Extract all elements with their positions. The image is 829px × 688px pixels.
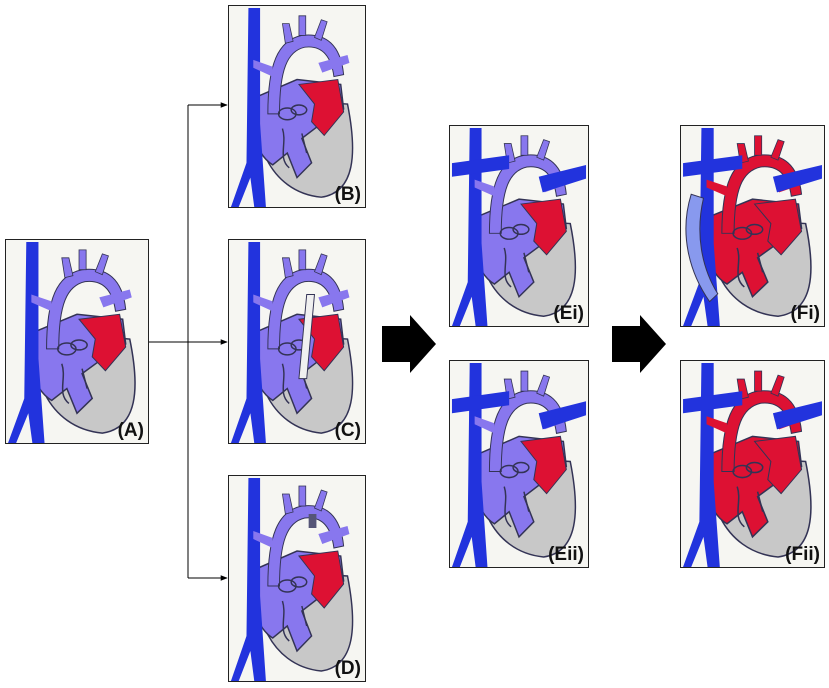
heart-illustration: [230, 478, 354, 681]
arch-branches: [281, 249, 328, 279]
valve-ring: [512, 223, 530, 236]
chamber-lines: [281, 128, 308, 169]
valve-ring: [70, 339, 88, 351]
cavopulmonary-left: [683, 155, 743, 177]
panel-ei: (Ei): [449, 125, 589, 327]
cavopulmonary-right: [538, 401, 587, 430]
panel-label: (Fi): [790, 303, 820, 324]
pulmonary-branches: [31, 289, 132, 312]
panel-b: (B): [228, 5, 366, 208]
valve-ring: [290, 576, 308, 588]
arch-branches: [503, 370, 551, 400]
arch-branches: [61, 249, 109, 279]
vena-cava-shape: [683, 127, 720, 326]
arch-branches: [736, 370, 785, 400]
vena-cava-shape: [230, 7, 266, 207]
panel-label: (Ei): [553, 303, 584, 324]
panel-fi: (Fi): [680, 125, 825, 327]
heart-illustration: [683, 127, 822, 326]
cavopulmonary-right: [538, 165, 587, 193]
shunt-tube: [298, 293, 316, 380]
left-chamber-shape: [520, 198, 567, 256]
panel-label: (Eii): [548, 544, 584, 565]
heart-illustration: [8, 241, 136, 443]
panel-d: (D): [228, 475, 366, 682]
chamber-lines: [503, 247, 530, 288]
vena-cava-shape: [8, 241, 45, 443]
panel-a: (A): [5, 239, 149, 444]
cavopulmonary-right: [772, 401, 822, 430]
vena-cava-shape: [451, 127, 488, 326]
extracardiac-conduit: [685, 193, 719, 303]
panel-label: (B): [334, 184, 361, 205]
left-chamber-shape: [753, 198, 803, 256]
pulmonary-branches: [706, 174, 808, 197]
pulmonary-band: [308, 514, 317, 528]
big-arrow-2: [612, 315, 666, 373]
heart-illustration: [230, 241, 354, 443]
panel-fii: (Fii): [680, 360, 825, 568]
arch-branches: [281, 485, 328, 515]
cavopulmonary-right: [772, 165, 822, 193]
pulmonary-branches: [253, 55, 350, 77]
vena-cava-shape: [230, 478, 266, 681]
left-chamber-shape: [78, 313, 127, 372]
left-chamber-shape: [298, 78, 345, 137]
great-artery-arch: [267, 505, 345, 587]
valve-ring: [290, 104, 308, 116]
chamber-lines: [736, 247, 764, 288]
arch-branches: [503, 135, 551, 164]
chamber-lines: [736, 486, 764, 528]
great-artery-arch: [267, 268, 345, 350]
left-chamber-shape: [520, 435, 567, 495]
pulmonary-branches: [706, 411, 808, 434]
cavopulmonary-left: [451, 391, 510, 414]
vena-cava-shape: [683, 363, 720, 567]
heart-illustration: [451, 363, 587, 567]
valve-ring: [745, 461, 764, 474]
big-arrow-1: [382, 315, 436, 373]
great-artery-arch: [267, 34, 345, 115]
pulmonary-branches: [253, 289, 350, 312]
panel-label: (Fii): [785, 544, 820, 565]
cavopulmonary-left: [683, 391, 743, 414]
arch-branches: [281, 15, 328, 44]
chamber-lines: [503, 486, 530, 528]
arch-branches: [736, 135, 785, 164]
left-chamber-shape: [753, 435, 803, 495]
pulmonary-branches: [253, 526, 350, 548]
chamber-lines: [281, 600, 308, 642]
panel-label: (C): [334, 420, 361, 441]
cavopulmonary-left: [451, 155, 510, 177]
panel-c: (C): [228, 239, 366, 444]
vena-cava-shape: [451, 363, 488, 567]
chamber-lines: [61, 363, 88, 404]
valve-ring: [745, 223, 764, 236]
pulmonary-branches: [474, 411, 573, 434]
left-chamber-shape: [298, 550, 345, 609]
panel-eii: (Eii): [449, 360, 589, 568]
valve-ring: [512, 461, 530, 474]
panel-label: (D): [334, 658, 361, 679]
heart-illustration: [230, 7, 354, 207]
panel-label: (A): [117, 420, 144, 441]
vena-cava-shape: [230, 241, 266, 443]
heart-illustration: [451, 127, 587, 326]
heart-illustration: [683, 363, 822, 567]
pulmonary-branches: [474, 174, 573, 197]
great-artery-arch: [46, 268, 127, 350]
